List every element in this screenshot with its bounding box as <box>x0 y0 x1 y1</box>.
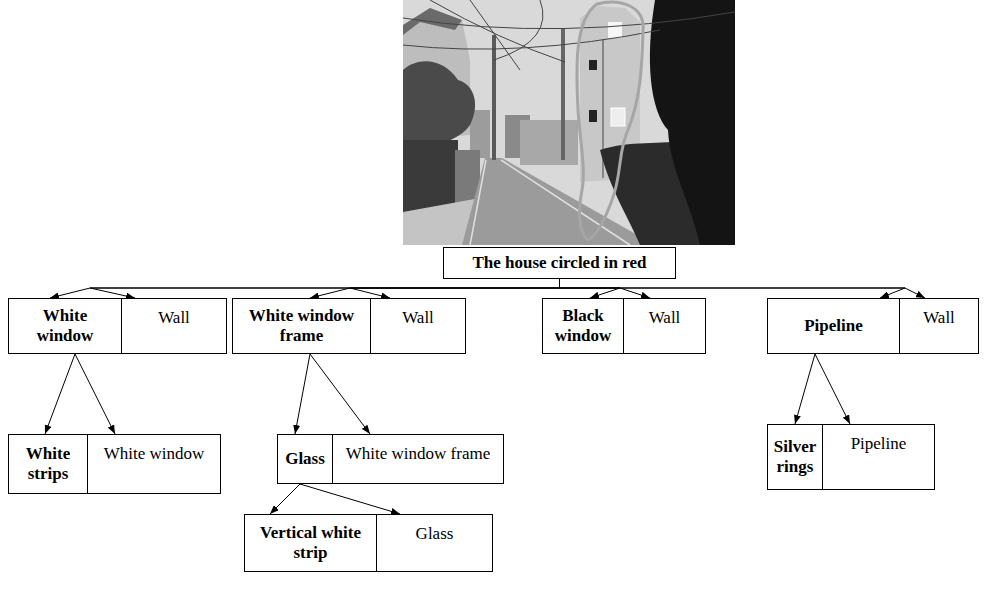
right-house <box>520 120 578 165</box>
part-box: White window <box>8 298 122 354</box>
whole-box: Wall <box>370 298 466 354</box>
whole-box: White window frame <box>332 434 504 484</box>
highlight-outline <box>577 2 643 240</box>
utility-pole <box>561 28 565 160</box>
node-label: White window frame <box>238 306 365 345</box>
node-label: The house circled in red <box>472 253 646 273</box>
house-window <box>589 60 597 70</box>
left-trees <box>403 61 475 150</box>
tree-arrow <box>50 279 560 298</box>
node-label: Silver rings <box>773 437 817 476</box>
node-label: Wall <box>402 308 434 328</box>
power-wire <box>430 0 565 62</box>
tree-arrow <box>270 484 300 514</box>
tree-arrow <box>310 279 560 298</box>
left-roof <box>403 8 462 35</box>
tree <box>650 0 735 245</box>
tree-arrow <box>795 354 815 424</box>
node-label: Black window <box>548 306 618 345</box>
part-box: Pipeline <box>767 298 900 354</box>
tree-arrow <box>350 279 560 298</box>
whole-box: Glass <box>376 514 493 572</box>
photo-scene <box>403 0 735 245</box>
tree-arrow <box>300 484 400 514</box>
house-window <box>608 22 622 38</box>
tree-arrow <box>310 354 370 434</box>
node-label: White strips <box>14 444 82 483</box>
node-label: Vertical white strip <box>250 523 371 562</box>
node-label: Wall <box>923 308 955 328</box>
house-window <box>589 110 597 122</box>
tree-arrow <box>815 354 850 424</box>
sky <box>403 0 735 245</box>
node-label: Pipeline <box>804 316 863 336</box>
part-box: Black window <box>542 298 624 354</box>
tree-arrow <box>75 354 115 434</box>
part-box: Glass <box>277 434 333 484</box>
tree-arrow <box>45 354 75 434</box>
whole-box: Wall <box>121 298 227 354</box>
part-box: White strips <box>8 434 88 494</box>
node-label: White window <box>14 306 116 345</box>
node-label: Glass <box>416 524 454 544</box>
part-box: White window frame <box>232 298 371 354</box>
node-label: Pipeline <box>851 434 907 454</box>
house-window-frame <box>611 108 625 126</box>
power-wire <box>494 0 543 60</box>
utility-pole <box>492 35 496 160</box>
tree-arrow <box>295 354 310 434</box>
tree-arrow <box>90 279 560 298</box>
power-wire <box>403 12 735 29</box>
node-label: Wall <box>158 308 190 328</box>
node-label: White window <box>104 444 205 464</box>
node-label: Wall <box>649 308 681 328</box>
node-label: Glass <box>285 449 325 469</box>
road-line <box>470 160 486 245</box>
node-label: White window frame <box>346 444 490 464</box>
whole-box: Wall <box>899 298 979 354</box>
whole-box: Wall <box>623 298 706 354</box>
root-box: The house circled in red <box>443 247 676 279</box>
tree-arrow <box>560 279 926 298</box>
whole-box: Pipeline <box>822 424 935 490</box>
part-box: Silver rings <box>767 424 823 490</box>
part-box: Vertical white strip <box>244 514 377 572</box>
whole-box: White window <box>87 434 221 494</box>
left-wall <box>403 140 458 212</box>
